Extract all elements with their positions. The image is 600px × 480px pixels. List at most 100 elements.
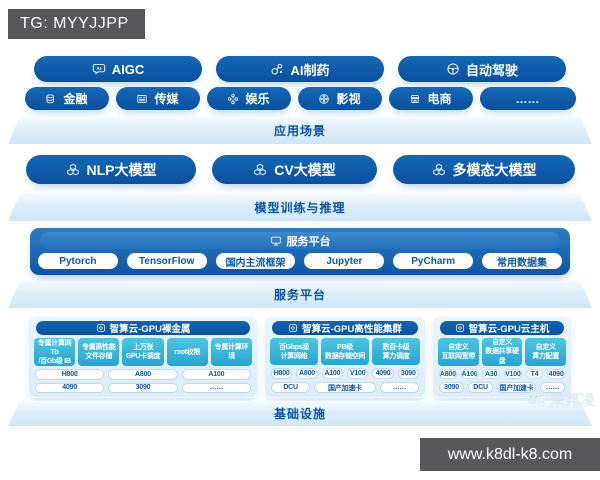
pill-label: 传媒: [154, 92, 179, 106]
gpu-chip-pill: V100: [346, 368, 369, 379]
gpu-chip-pill: 国产加速卡: [497, 382, 536, 393]
gpu-chip-pill: T4: [525, 369, 544, 379]
pill-entertainment: 娱乐: [206, 87, 291, 110]
gpu-chip-pill: A100: [460, 369, 479, 379]
gpu-chip-pill: 3090: [397, 368, 419, 379]
ai-chat-icon: AI: [92, 62, 106, 76]
service-platform-panel: 服务平台 Pytorch TensorFlow 国内主流框架 Jupyter P…: [30, 228, 570, 275]
pill-label: 娱乐: [245, 92, 270, 106]
card-title-bar: 智算云-GPU云主机: [440, 321, 564, 335]
feature-box: root权限: [166, 338, 208, 367]
gpu-chip-pill: 4090: [372, 368, 394, 379]
card-title-bar: 智算云-GPU裸金属: [36, 321, 250, 336]
model-row: NLP大模型 CV大模型 多模态大模型: [0, 155, 600, 184]
gamepad-icon: [227, 93, 239, 105]
pill-label: ……: [515, 91, 540, 106]
watermark-text: 朱邦凌: [549, 392, 595, 409]
gpu-chip-pill: A800: [439, 369, 457, 379]
gpu-chip-pill: 国产加速卡: [314, 382, 376, 393]
gpu-chip-pill: 3090: [439, 382, 465, 393]
gpu-pill-row: H800 A800 A100 V100 4090 3090: [270, 368, 420, 379]
feature-box: PB级数据存储空间: [321, 338, 369, 366]
gpu-chip-pill: 4090: [547, 369, 566, 379]
pill-label: 金融: [63, 92, 88, 106]
feature-row: 自定义互联网宽带 自定义数据共享硬盘 自定义算力配置: [438, 338, 567, 366]
author-watermark: 朱邦凌: [524, 389, 595, 410]
band-label: 应用场景: [273, 124, 326, 138]
gpu-pill-row: A800 A100 A30 V100 T4 4090: [438, 369, 566, 379]
gpu-pill-row: 3090 DCU 国产加速卡 ……: [438, 382, 566, 393]
infrastructure-cards: 智算云-GPU裸金属 专属计算网Tb/百Gb级 IB 专属高性能文件存储 上万张…: [28, 316, 572, 398]
pill-tensorflow: TensorFlow: [126, 253, 207, 269]
service-platform-header: 服务平台: [40, 232, 560, 249]
coins-icon: [45, 93, 57, 105]
gpu-pill-row: 4090 3090 ……: [34, 382, 252, 393]
app-scenarios-row-primary: AI AIGC AI制药 自动驾驶: [0, 56, 600, 82]
band-app-scenarios: 应用场景: [8, 117, 592, 144]
feature-box: 专属计算环境: [210, 338, 253, 367]
pill-common-datasets: 常用数据集: [482, 253, 562, 269]
pill-pycharm: PyCharm: [393, 253, 474, 269]
pill-pytorch: Pytorch: [38, 253, 118, 269]
pill-label: NLP大模型: [86, 161, 157, 178]
gpu-chip-pill: 3090: [108, 382, 178, 393]
pill-more: ……: [479, 87, 576, 110]
gpu-chip-pill: A100: [181, 369, 251, 380]
gpu-chip-pill: ……: [181, 382, 251, 393]
gpu-chip-pill: H800: [35, 369, 105, 380]
pill-film: 影视: [297, 87, 382, 110]
band-service-platform: 服务平台: [8, 281, 592, 308]
feature-box: 专属计算网Tb/百Gb级 IB: [34, 338, 76, 367]
gpu-pill-row: DCU 国产加速卡 ……: [270, 382, 420, 393]
pill-label: 影视: [336, 92, 361, 106]
gpu-pill-row: H800 A800 A100: [34, 369, 252, 380]
storefront-icon: [409, 93, 421, 105]
card-title: 智算云-GPU高性能集群: [302, 324, 402, 336]
gpu-chip-pill: DCU: [468, 382, 494, 393]
band-label: 服务平台: [273, 288, 326, 302]
pill-ai-pharma: AI制药: [216, 56, 384, 82]
gpu-chip-pill: A800: [296, 368, 318, 379]
card-title: 智算云-GPU裸金属: [109, 324, 191, 336]
feature-box: 百Gbps级计算网络: [270, 338, 318, 366]
feature-box: 自定义数据共享硬盘: [481, 338, 523, 366]
cubes-icon: [65, 163, 81, 177]
pill-label: AIGC: [111, 61, 145, 77]
product-icon: [455, 323, 465, 333]
feature-row: 百Gbps级计算网络 PB级数据存储空间 数百卡级算力调度: [270, 338, 420, 366]
band-label: 基础设施: [273, 407, 326, 421]
gpu-chip-pill: 4090: [35, 382, 105, 393]
gpu-chip-pill: V100: [504, 369, 522, 379]
pill-label: AI制药: [290, 62, 330, 78]
card-gpu-hpc-cluster: 智算云-GPU高性能集群 百Gbps级计算网络 PB级数据存储空间 数百卡级算力…: [264, 316, 426, 398]
band-infrastructure: 基础设施: [8, 401, 592, 426]
svg-text:AI: AI: [96, 66, 102, 72]
pill-ecommerce: 电商: [388, 87, 473, 110]
gpu-chip-pill: H800: [271, 368, 293, 379]
card-gpu-cloud-host: 智算云-GPU云主机 自定义互联网宽带 自定义数据共享硬盘 自定义算力配置 A8…: [432, 316, 572, 398]
app-scenarios-row-secondary: 金融 传媒 娱乐 影视 电商 ……: [0, 87, 600, 110]
cubes-icon: [252, 163, 268, 177]
gpu-chip-pill: DCU: [271, 382, 311, 393]
card-gpu-bare-metal: 智算云-GPU裸金属 专属计算网Tb/百Gb级 IB 专属高性能文件存储 上万张…: [28, 316, 258, 398]
feature-box: 自定义互联网宽带: [438, 338, 479, 366]
gpu-chip-pill: ……: [379, 382, 419, 393]
framework-pill-row: Pytorch TensorFlow 国内主流框架 Jupyter PyChar…: [38, 253, 562, 269]
cubes-icon: [431, 163, 447, 177]
band-label: 模型训练与推理: [254, 201, 346, 215]
product-icon: [288, 323, 298, 333]
pill-label: 多模态大模型: [452, 161, 537, 178]
feature-box: 自定义算力配置: [525, 338, 567, 366]
card-title: 智算云-GPU云主机: [468, 324, 550, 335]
gpu-chip-pill: A100: [321, 368, 343, 379]
pill-autonomous-driving: 自动驾驶: [398, 56, 566, 82]
pill-domestic-frameworks: 国内主流框架: [215, 253, 296, 269]
gpu-chip-pill: A30: [482, 369, 501, 379]
molecule-icon: [270, 62, 284, 76]
card-title-bar: 智算云-GPU高性能集群: [272, 321, 418, 336]
feature-box: 专属高性能文件存储: [78, 338, 120, 367]
steering-wheel-icon: [446, 62, 460, 76]
pill-label: 电商: [427, 92, 452, 106]
